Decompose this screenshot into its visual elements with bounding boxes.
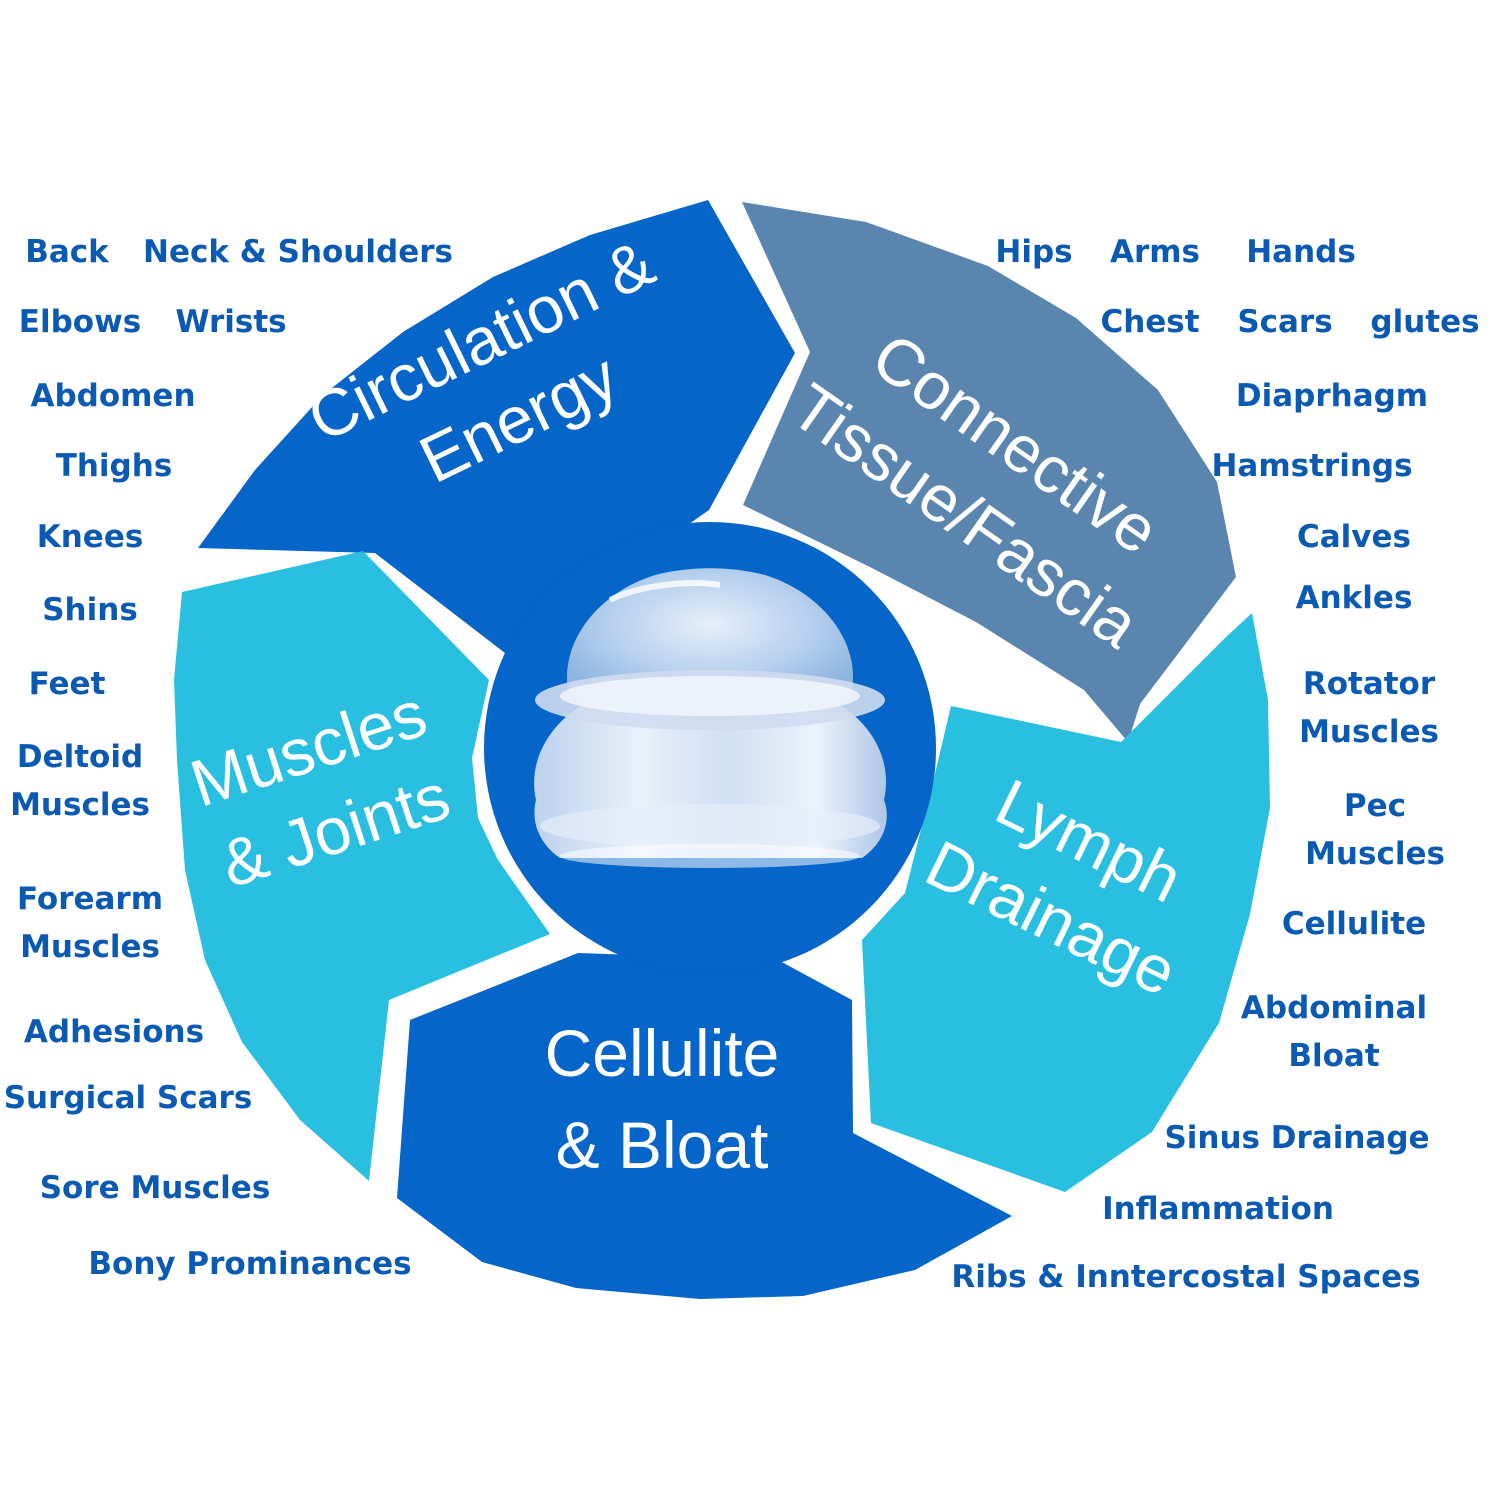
body-area-label: Calves [1297, 519, 1411, 555]
body-area-label: Rotator Muscles [1299, 666, 1439, 750]
body-area-label: Chest [1100, 304, 1200, 340]
body-area-label: Forearm Muscles [16, 881, 164, 965]
body-area-label: Sinus Drainage [1164, 1120, 1430, 1156]
body-area-label: Back [25, 234, 109, 270]
segment-title-line: Cellulite [545, 1016, 780, 1090]
body-area-label: Hips [995, 234, 1073, 270]
silicone-cup-icon [534, 568, 887, 868]
body-area-label: Deltoid Muscles [10, 739, 150, 823]
body-area-label: Diaprhagm [1235, 378, 1429, 414]
body-area-label: Shins [42, 592, 138, 628]
body-area-label: Scars [1237, 304, 1333, 340]
body-area-label: Ribs & Inntercostal Spaces [951, 1259, 1421, 1295]
body-area-label: Wrists [175, 304, 287, 340]
body-area-label: Feet [28, 666, 106, 702]
segment-muscles [174, 551, 550, 1181]
body-area-label: Abdominal Bloat [1240, 990, 1428, 1074]
body-area-label: Elbows [18, 304, 142, 340]
body-area-label: Ankles [1295, 580, 1413, 616]
body-area-label: Arms [1109, 234, 1201, 270]
segment-lymph [862, 613, 1270, 1192]
segment-title-cellulite: Cellulite & Bloat [545, 1016, 780, 1182]
body-area-label: Sore Muscles [39, 1170, 271, 1206]
body-area-label: Adhesions [23, 1014, 205, 1050]
body-area-label: Hamstrings [1211, 448, 1413, 484]
segment-connective [742, 202, 1236, 742]
body-area-label: glutes [1370, 304, 1480, 340]
body-area-label: Inflammation [1102, 1191, 1334, 1227]
segment-title-line: & Bloat [556, 1108, 769, 1182]
body-area-label: Knees [36, 519, 144, 555]
body-area-label: Pec Muscles [1305, 788, 1445, 872]
body-area-label: Thighs [55, 448, 173, 484]
body-area-label: Abdomen [30, 378, 196, 414]
body-area-label: Neck & Shoulders [143, 234, 453, 270]
body-area-label: Bony Prominances [88, 1246, 412, 1282]
body-area-label: Cellulite [1281, 906, 1427, 942]
body-area-label: Surgical Scars [3, 1080, 253, 1116]
body-area-label: Hands [1246, 234, 1356, 270]
segment-cellulite [397, 953, 1012, 1299]
